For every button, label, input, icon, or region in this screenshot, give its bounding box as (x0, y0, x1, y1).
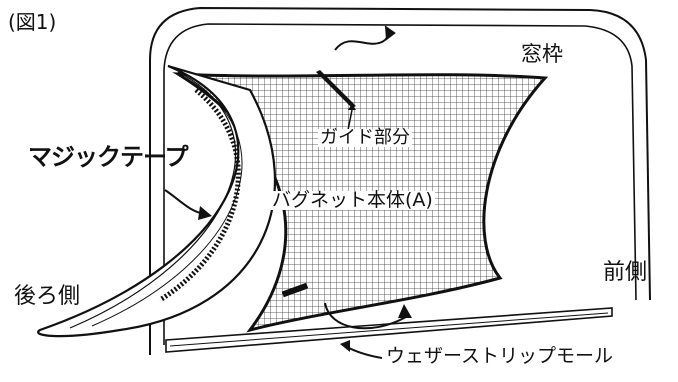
arrow-top (334, 31, 393, 51)
guide-slot-bottom (281, 282, 309, 298)
rear-side-label: 後ろ側 (14, 284, 81, 309)
bug-net-outline (172, 72, 549, 333)
arrow-bottom (324, 302, 411, 330)
weather-strip-label: ウェザーストリップモール (386, 345, 614, 367)
arrow-velcro (164, 189, 206, 215)
velcro-label: マジックテープ (28, 143, 189, 171)
guide-slot-top (316, 70, 356, 108)
front-side-label: 前側 (603, 260, 648, 285)
guide-part-label: ガイド部分 (318, 127, 412, 148)
window-frame-label: 窓枠 (521, 42, 563, 66)
window-frame-inner (163, 23, 637, 345)
arrow-strip (344, 345, 383, 359)
bug-net-body-label: バグネット本体(A) (270, 189, 435, 211)
figure-label: (図1) (8, 10, 57, 34)
window-frame-outer (149, 6, 651, 355)
arrow-guide (347, 109, 353, 131)
